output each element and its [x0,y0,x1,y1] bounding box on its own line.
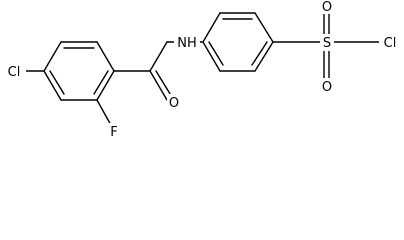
chlorine-label-right: Cl [384,36,397,51]
fluorine-label: F [110,125,117,140]
carbonyl-oxygen-label: O [169,96,179,111]
molecule-diagram: Cl F O NH S O O Cl [2,0,402,140]
atom-label-sulfur: S [320,34,334,51]
sulfur-label: S [323,36,331,51]
atom-label-fluorine: F [107,123,121,140]
atom-label-nh: NH [174,34,200,51]
carbonyl-double-bond-b [155,70,173,98]
carbonyl-double-bond-a [149,70,168,101]
atom-label-cl-left: Cl [2,63,26,80]
atom-label-carbonyl-oxygen: O [167,94,182,111]
chlorofluorophenyl-ring [43,41,115,101]
sulfonyl-oxygen-bottom-label: O [322,80,332,95]
benzenesulfonyl-ring [202,12,274,72]
carbonyl-to-nitrogen-bond [149,41,168,72]
sulfonyl-oxygen-top-label: O [322,0,332,15]
ring-to-fluorine-bond [96,99,113,128]
atom-label-cl-right: Cl [379,34,402,51]
amide-nh-label: NH [177,36,197,51]
chlorine-label-left: Cl [8,65,21,80]
atom-label-sulfonyl-oxygen-top: O [319,0,335,15]
atom-label-sulfonyl-oxygen-bottom: O [319,78,335,95]
